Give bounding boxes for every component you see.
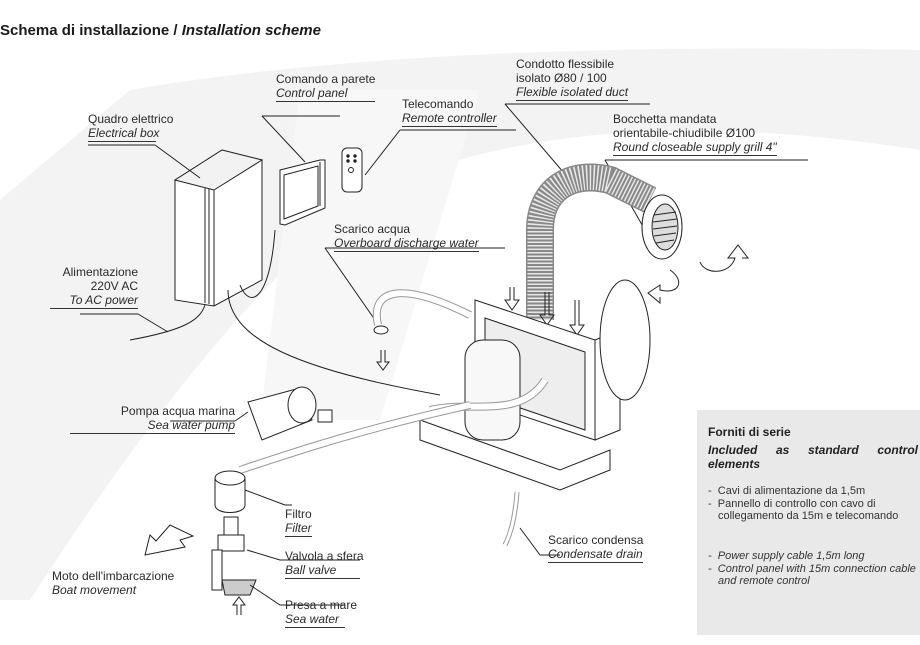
list-item: Cavi di alimentazione da 1,5m <box>708 485 918 498</box>
list-item: Control panel with 15m connection cable … <box>708 563 918 588</box>
arrow-icon <box>647 269 680 305</box>
arrow-icon <box>376 350 390 371</box>
arrow-icon <box>569 300 585 336</box>
boat-movement-arrow-icon <box>144 524 195 556</box>
list-item: Power supply cable 1,5m long <box>708 550 918 563</box>
page-title: Schema di installazione / Installation s… <box>0 22 321 39</box>
standard-list-en: Power supply cable 1,5m long Control pan… <box>708 550 918 588</box>
remote-controller-icon <box>341 147 363 193</box>
arrow-icon <box>504 287 520 311</box>
filter-icon <box>214 470 246 513</box>
ball-valve-icon <box>211 516 257 596</box>
power-cable <box>129 304 206 341</box>
supply-grill-icon <box>641 194 683 260</box>
air-unit-icon <box>419 279 651 491</box>
control-panel-icon <box>279 159 326 226</box>
sea-water-pump-icon <box>247 386 333 441</box>
arrow-icon <box>232 596 246 615</box>
standard-list-it: Cavi di alimentazione da 1,5m Pannello d… <box>708 485 918 523</box>
flexible-duct-icon <box>526 163 657 320</box>
standard-items-box: Forniti di serie Included as standard co… <box>697 410 920 635</box>
arrow-icon <box>699 244 750 272</box>
electrical-box-icon <box>173 149 264 307</box>
panel-cable <box>227 289 441 396</box>
list-item: Pannello di controllo con cavo di colleg… <box>708 498 918 523</box>
standard-heading-en: Included as standard control elements <box>708 443 918 471</box>
standard-heading-it: Forniti di serie <box>708 425 791 439</box>
